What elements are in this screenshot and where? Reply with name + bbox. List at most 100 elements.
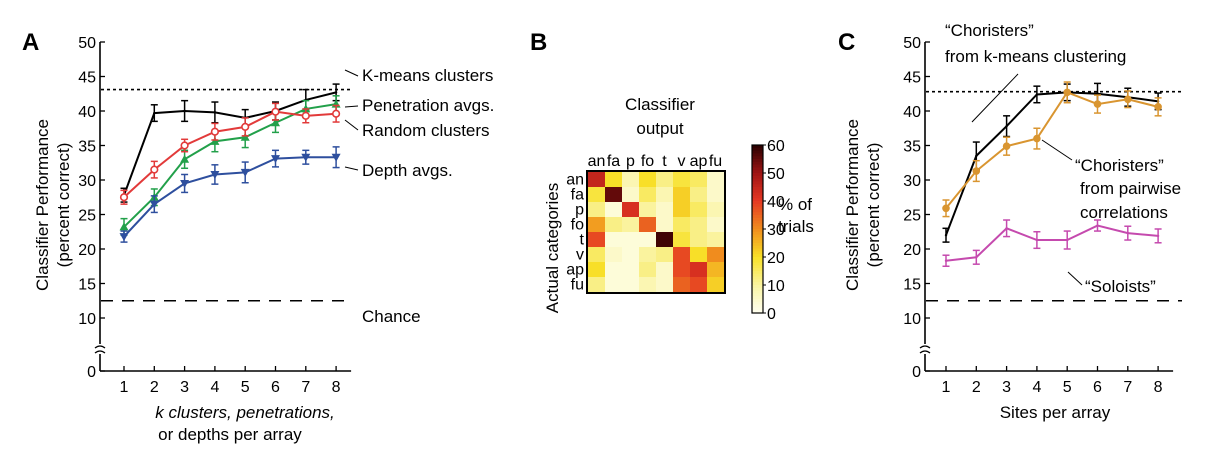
data-point <box>119 233 129 242</box>
series-1 <box>942 81 1162 218</box>
colorbar-segment <box>752 234 763 238</box>
colorbar-segment <box>752 212 763 216</box>
y-tick-label: 0 <box>87 364 96 381</box>
heatmap-cell <box>622 232 640 248</box>
heatmap-column-label: an <box>588 153 606 170</box>
y-axis-label-line-1: Classifier Performance <box>33 119 52 291</box>
colorbar-tick-label: 40 <box>767 194 785 211</box>
colorbar-segment <box>752 181 763 185</box>
y-tick-label: 20 <box>903 242 921 259</box>
annotation-random: Random clusters <box>362 121 490 140</box>
y-tick-label: 50 <box>78 35 96 52</box>
heatmap-cell <box>588 277 606 293</box>
y-tick-label: 45 <box>903 70 921 87</box>
colorbar-segment <box>752 293 763 297</box>
colorbar-segment <box>752 301 763 306</box>
colorbar-segment <box>752 245 763 250</box>
colorbar-tick-label: 30 <box>767 222 785 239</box>
y-tick-label: 30 <box>903 173 921 190</box>
heatmap-cell <box>588 232 606 248</box>
series-line <box>945 91 1159 209</box>
heatmap-cell <box>605 262 623 278</box>
colorbar-segment <box>752 167 763 171</box>
annotation-depth: Depth avgs. <box>362 161 453 180</box>
data-point <box>1154 103 1162 111</box>
heatmap-column-label: p <box>626 153 635 170</box>
x-tick-label: 7 <box>1123 379 1132 396</box>
data-point <box>150 165 159 174</box>
heatmap-cell <box>707 172 725 188</box>
data-series <box>119 83 341 243</box>
colorbar-segment <box>752 299 763 303</box>
colorbar-segment <box>752 189 763 194</box>
heatmap-cell <box>707 262 725 278</box>
annotations: “Choristers” from k-means clustering “Ch… <box>945 21 1181 296</box>
panel-a: A Classifier Performance (percent correc… <box>22 29 494 444</box>
leader-choristers-kmeans <box>971 73 1019 123</box>
heatmap-row-label: fo <box>571 217 584 234</box>
colorbar-segment <box>752 290 763 294</box>
colorbar-label-line-2: trials <box>778 217 814 236</box>
heatmap-row-label: p <box>575 202 584 219</box>
annotation-penetration: Penetration avgs. <box>362 96 494 115</box>
x-tick-label: 8 <box>332 379 341 396</box>
heatmap-row-label: v <box>576 247 584 264</box>
leader-choristers-pairwise <box>1041 139 1073 161</box>
data-point <box>1096 224 1099 227</box>
colorbar-segment <box>752 307 763 311</box>
data-point <box>180 179 190 188</box>
colorbar-segment <box>752 187 763 191</box>
heatmap-cell <box>622 247 640 263</box>
data-point <box>1124 95 1132 104</box>
heatmap-cell <box>707 217 725 233</box>
colorbar-segment <box>752 296 763 300</box>
heatmap-cell <box>690 172 708 188</box>
colorbar-segment <box>752 164 763 168</box>
colorbar-tick-label: 50 <box>767 166 785 183</box>
data-point <box>240 132 250 141</box>
colorbar-segment <box>752 259 763 264</box>
data-point <box>1096 92 1099 95</box>
heatmap-cell <box>707 277 725 293</box>
heatmap-cell <box>588 217 606 233</box>
data-point <box>241 122 250 131</box>
data-point <box>1066 238 1069 242</box>
heatmap-title-line-2: output <box>636 119 684 138</box>
heatmap-cells <box>588 172 725 293</box>
data-series <box>942 81 1162 267</box>
data-point <box>1063 88 1071 97</box>
colorbar-segment <box>752 243 763 247</box>
heatmap-cell <box>605 187 623 203</box>
colorbar-segment <box>752 203 763 208</box>
y-tick-label: 45 <box>78 70 96 87</box>
heatmap-cell <box>673 217 691 233</box>
colorbar-segment <box>752 175 763 180</box>
heatmap-frame <box>586 170 726 294</box>
x-tick-label: 4 <box>1032 379 1041 396</box>
series-line <box>123 156 337 238</box>
series-0 <box>120 83 340 203</box>
data-point <box>975 154 978 158</box>
colorbar-segment <box>752 254 763 258</box>
x-axis-label: Sites per array <box>1000 403 1111 422</box>
y-tick-label: 15 <box>903 277 921 294</box>
leader-depth <box>344 166 359 171</box>
heatmap-cell <box>639 172 657 188</box>
data-point <box>149 200 159 209</box>
heatmap-cell <box>605 232 623 248</box>
annotations: K-means clusters Penetration avgs. Rando… <box>344 66 494 326</box>
colorbar-segment <box>752 251 763 255</box>
heatmap-cell <box>673 262 691 278</box>
heatmap-row-label: fa <box>571 187 584 204</box>
colorbar-segment <box>752 173 763 177</box>
series-line <box>123 110 337 198</box>
heatmap-cell <box>639 232 657 248</box>
heatmap-cell <box>588 262 606 278</box>
heatmap-column-label: ap <box>690 153 708 170</box>
heatmap-cell <box>690 217 708 233</box>
series-3 <box>119 146 341 243</box>
heatmap-cell <box>673 187 691 203</box>
colorbar-segment <box>752 178 763 182</box>
y-axis-label-line-2: (percent correct) <box>864 143 883 268</box>
